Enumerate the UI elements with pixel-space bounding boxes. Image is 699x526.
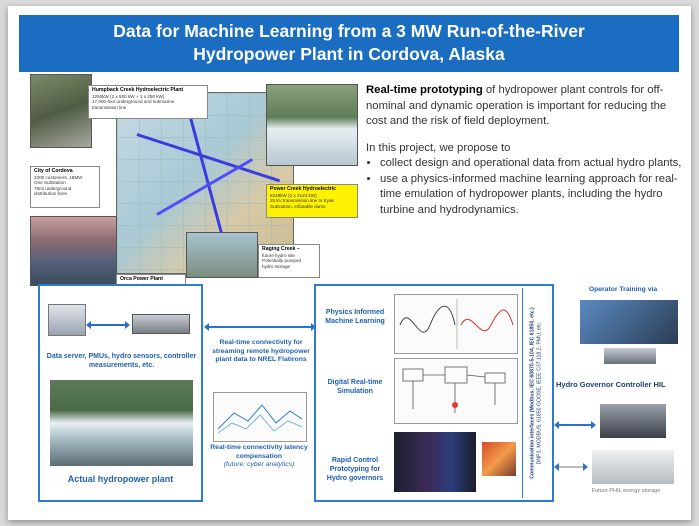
bullet-item: use a physics-informed machine learning … [380, 172, 686, 219]
intro-text: In this project, we propose to [366, 141, 511, 154]
humpback-photo [30, 74, 92, 148]
piml-label: Physics Informed Machine Learning [325, 309, 385, 325]
operator-training-label: Operator Training via [588, 286, 658, 293]
hil-arrow [554, 421, 596, 429]
humpback-line3: transmission line [92, 104, 127, 110]
storage-label: Future PHIL energy storage [591, 488, 661, 494]
cordova-callout: City of Cordova 2300 customers, 18MW One… [30, 166, 100, 208]
rcp-label: Rapid Control Prototyping for Hydro gove… [326, 457, 384, 482]
server-icon [132, 314, 190, 334]
bullet-item: collect design and operational data from… [380, 156, 686, 172]
slide: Data for Machine Learning from a 3 MW Ru… [8, 6, 691, 520]
lead-bold: Real-time prototyping [366, 84, 483, 96]
storage-arrow [554, 463, 588, 471]
slide-title: Data for Machine Learning from a 3 MW Ru… [19, 15, 679, 72]
cordova-line3: 78mi underground [34, 185, 72, 191]
raging-name: Raging Creek – [262, 246, 300, 252]
actual-plant-panel: Data server, PMUs, hydro sensors, contro… [38, 284, 203, 502]
raging-callout: Raging Creek – future hydro site Potenti… [258, 244, 320, 278]
latency-plot [217, 404, 303, 434]
humpback-name: Humpback Creek Hydroelectric Plant [92, 87, 184, 93]
circuit-diagram [394, 358, 518, 424]
latency-note: (future: cyber analytics) [223, 461, 295, 469]
raging-line1: future hydro site [262, 252, 295, 258]
latency-label: Real-time connectivity latency compensat… [205, 444, 313, 470]
power-creek-line3: Substation, Inflatable dams [270, 203, 326, 209]
raging-line2: Potentially pumped [262, 258, 302, 264]
power-creek-line1: 6248kW (2 x 3124 kW) [270, 192, 317, 198]
connectivity-label: Real-time connectivity for streaming rem… [212, 339, 310, 364]
latency-title: Real-time connectivity latency compensat… [210, 444, 308, 460]
connectivity-arrow [204, 323, 316, 331]
lead-rest: of hydropower plant controls for off-nom… [366, 84, 667, 127]
chip-photo [482, 442, 516, 476]
raging-creek-photo [186, 232, 258, 278]
plant-photo [50, 380, 193, 466]
lead-paragraph: Real-time prototyping of hydropower plan… [366, 83, 686, 130]
cordova-line4: distribution lines [34, 191, 67, 197]
raging-line3: hydro storage [262, 263, 291, 269]
comm-line-1: Communication interfaces (Modbus, IEC 60… [529, 307, 536, 479]
data-arrow [86, 321, 130, 329]
power-creek-photo [266, 84, 358, 166]
title-line-1: Data for Machine Learning from a 3 MW Ru… [113, 21, 585, 41]
lab-panel: Physics Informed Machine Learning Digita… [314, 284, 554, 502]
cordova-name: City of Cordova [34, 168, 73, 174]
rack-photo [394, 432, 476, 492]
pmu-device-icon [48, 304, 86, 336]
humpback-line2: 17,000-foot underground and submarine [92, 99, 175, 105]
power-creek-callout: Power Creek Hydroelectric 6248kW (2 x 31… [266, 184, 358, 218]
cordova-line1: 2300 customers, 18MW [34, 174, 83, 180]
piml-chart [394, 294, 518, 354]
humpback-callout: Humpback Creek Hydroelectric Plant 1250k… [88, 85, 208, 119]
comm-interface-text: Communication interfaces (Modbus, IEC 60… [530, 291, 543, 496]
comm-line-2: DNP3, MODBUS, 61850 GOOSE, IEEE C37.118.… [536, 321, 542, 465]
comm-interface: Communication interfaces (Modbus, IEC 60… [522, 288, 549, 498]
controller-rack-photo [604, 348, 656, 364]
digital-sim-label: Digital Real-time Simulation [327, 379, 383, 395]
power-creek-name: Power Creek Hydroelectric [270, 186, 337, 192]
storage-photo [592, 450, 674, 484]
orca-name: Orca Power Plant [120, 276, 163, 282]
title-line-2: Hydropower Plant in Cordova, Alaska [193, 44, 505, 64]
humpback-line1: 1250kW (2 x 500 kW + 1 x 250 kW) [92, 93, 165, 99]
governor-label: Hydro Governor Controller HIL [556, 380, 666, 389]
actual-plant-label: Actual hydropower plant [67, 474, 174, 484]
project-description: Real-time prototyping of hydropower plan… [366, 83, 686, 218]
cordova-line2: One Substation [34, 180, 66, 186]
latency-chart [213, 392, 307, 442]
bullet-list: collect design and operational data from… [366, 156, 686, 218]
governor-photo [600, 404, 666, 438]
piml-plot [399, 299, 514, 349]
cordova-photo [30, 216, 117, 286]
circuit-plot [402, 366, 506, 413]
operator-photo [580, 300, 678, 344]
data-server-label: Data server, PMUs, hydro sensors, contro… [46, 353, 197, 369]
power-creek-line2: 25 kV transmission line to Eyak [270, 198, 334, 204]
